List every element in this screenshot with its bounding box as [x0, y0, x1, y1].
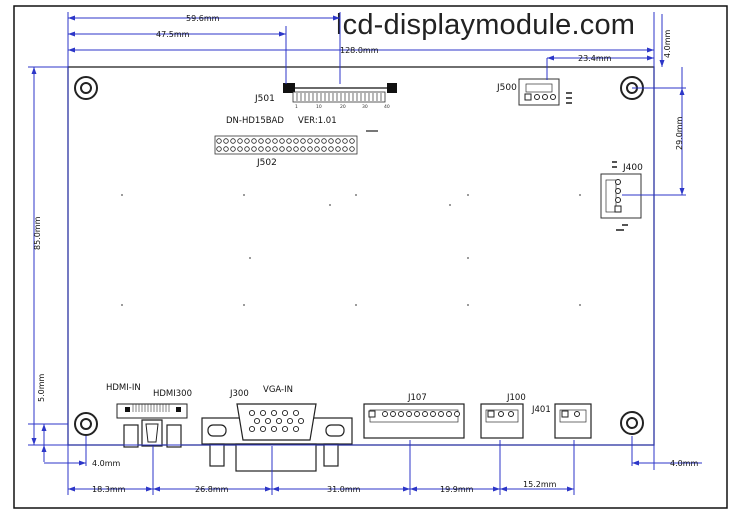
j502-pin [244, 146, 250, 152]
mounting-hole-top-left [74, 76, 98, 100]
dim-26-8: 26.8mm [195, 485, 229, 494]
j502-pin [223, 146, 229, 152]
j502-pin [307, 146, 313, 152]
svg-text:30: 30 [362, 104, 368, 110]
j502-pin [293, 146, 299, 152]
dim-19-9: 19.9mm [440, 485, 474, 494]
j502-pin [300, 138, 306, 144]
j500-tiny-marks [566, 92, 572, 104]
dim-15-2: 15.2mm [523, 480, 557, 489]
dim-31: 31.0mm [327, 485, 361, 494]
j502-pin [307, 138, 313, 144]
j502-pin [223, 138, 229, 144]
dim-5: 5.0mm [37, 373, 46, 402]
j107-connector [363, 403, 465, 439]
j502-pin [286, 146, 292, 152]
dim-4-top: 4.0mm [663, 29, 672, 58]
j502-pin [321, 146, 327, 152]
svg-text:20: 20 [340, 104, 346, 110]
j100-connector [480, 403, 524, 439]
j500-connector [518, 78, 560, 106]
j502-pin [272, 138, 278, 144]
svg-text:10: 10 [316, 104, 322, 110]
vga-connector [201, 403, 353, 472]
j502-header [214, 135, 358, 155]
j502-pin [349, 138, 355, 144]
j502-pin [230, 146, 236, 152]
j502-pin [335, 146, 341, 152]
j502-pin [321, 138, 327, 144]
j501-pin-numbers: 1 10 20 30 40 [295, 104, 390, 110]
label-j107: J107 [407, 393, 427, 403]
j400-tiny-marks [612, 161, 628, 231]
mounting-hole-bottom-left [74, 412, 98, 436]
svg-text:40: 40 [384, 104, 390, 110]
j502-pin [216, 146, 222, 152]
svg-text:1: 1 [295, 104, 298, 110]
j502-pin [244, 138, 250, 144]
j502-pin [342, 138, 348, 144]
label-j300: J300 [229, 389, 249, 399]
j502-pin [251, 146, 257, 152]
j401-connector [554, 403, 592, 439]
small-marking [366, 130, 378, 132]
j502-pin [314, 146, 320, 152]
label-j500: J500 [496, 83, 517, 93]
j502-pin [251, 138, 257, 144]
dim-85: 85.0mm [33, 216, 42, 250]
label-j100: J100 [506, 393, 526, 403]
dim-128: 128.0mm [340, 46, 379, 55]
j502-pin [314, 138, 320, 144]
j502-pin [279, 146, 285, 152]
j502-pin [349, 146, 355, 152]
label-version: VER:1.01 [298, 116, 337, 126]
label-model: DN-HD15BAD [226, 116, 284, 126]
label-j502: J502 [256, 158, 277, 168]
label-vga-in: VGA-IN [263, 385, 293, 395]
j502-pin [293, 138, 299, 144]
j502-pin [216, 138, 222, 144]
dimension-texts: 59.6mm 47.5mm 128.0mm 23.4mm 4.0mm 4.0mm… [33, 14, 699, 494]
j502-pin [237, 138, 243, 144]
j502-pin [328, 146, 334, 152]
dim-23-4: 23.4mm [578, 54, 612, 63]
label-j501: J501 [254, 94, 275, 104]
dim-18-3: 18.3mm [92, 485, 126, 494]
dim-29: 29.0mm [675, 116, 684, 150]
label-j401: J401 [531, 405, 551, 415]
dim-47-5: 47.5mm [156, 30, 190, 39]
j400-connector [600, 173, 642, 219]
label-hdmi-in: HDMI-IN [106, 383, 141, 393]
dim-59-6: 59.6mm [186, 14, 220, 23]
j502-pin [230, 138, 236, 144]
hdmi-connector [116, 403, 190, 448]
dimension-arrows [31, 15, 685, 492]
j501-connector [283, 83, 397, 103]
j502-pin [237, 146, 243, 152]
j502-pin [342, 146, 348, 152]
dim-4-right: 4.0mm [670, 459, 699, 468]
drawing-frame [13, 5, 728, 509]
label-hdmi300: HDMI300 [153, 389, 192, 399]
j502-pin [265, 146, 271, 152]
label-j400: J400 [622, 163, 643, 173]
j502-pin [300, 146, 306, 152]
mounting-hole-bottom-right [620, 411, 644, 435]
j502-pin [265, 138, 271, 144]
j502-pin [258, 138, 264, 144]
j502-pin [328, 138, 334, 144]
dim-4-left: 4.0mm [92, 459, 121, 468]
board-dots [121, 194, 581, 306]
j502-pin [258, 146, 264, 152]
j502-pin [272, 146, 278, 152]
j502-pin [279, 138, 285, 144]
j502-pin [335, 138, 341, 144]
j502-pin [286, 138, 292, 144]
brand-watermark: lcd-displaymodule.com [336, 9, 636, 41]
